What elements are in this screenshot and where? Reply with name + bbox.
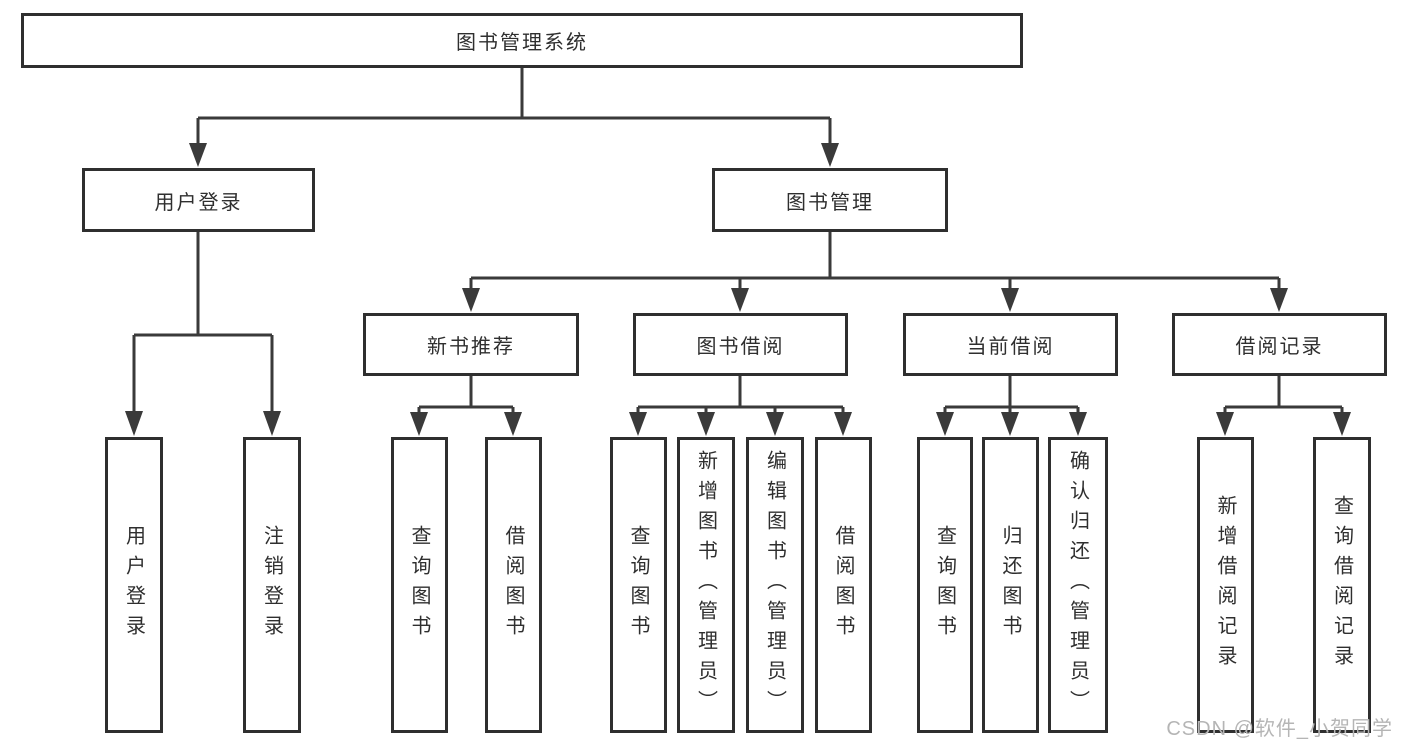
arrowhead <box>821 143 839 167</box>
arrowhead <box>462 288 480 312</box>
leaf-logout: 注销登录 <box>243 437 301 733</box>
leaf-borrowing-query-books: 查询图书 <box>610 437 667 733</box>
arrowhead <box>629 412 647 436</box>
arrowhead <box>834 412 852 436</box>
node-new-book-recommend: 新书推荐 <box>363 313 579 376</box>
arrowhead <box>766 412 784 436</box>
arrowhead <box>504 412 522 436</box>
arrowhead <box>1216 412 1234 436</box>
node-borrowing-records: 借阅记录 <box>1172 313 1387 376</box>
csdn-watermark: CSDN @软件_小贺同学 <box>1166 718 1393 740</box>
leaf-current-query-books: 查询图书 <box>917 437 973 733</box>
node-library-management-system: 图书管理系统 <box>21 13 1023 68</box>
arrowhead <box>1001 288 1019 312</box>
arrowhead <box>936 412 954 436</box>
arrowhead <box>731 288 749 312</box>
leaf-recommend-query-books: 查询图书 <box>391 437 448 733</box>
arrowhead <box>410 412 428 436</box>
node-user-login: 用户登录 <box>82 168 315 232</box>
arrowhead <box>1069 412 1087 436</box>
node-book-management: 图书管理 <box>712 168 948 232</box>
arrowhead <box>697 412 715 436</box>
arrowhead <box>1270 288 1288 312</box>
leaf-borrowing-edit-books-admin: 编辑图书（管理员） <box>746 437 804 733</box>
leaf-records-add-borrow-record: 新增借阅记录 <box>1197 437 1254 733</box>
node-current-borrowing: 当前借阅 <box>903 313 1118 376</box>
arrowhead <box>1333 412 1351 436</box>
arrowhead <box>189 143 207 167</box>
leaf-borrowing-add-books-admin: 新增图书（管理员） <box>677 437 735 733</box>
node-book-borrowing: 图书借阅 <box>633 313 848 376</box>
leaf-user-login: 用户登录 <box>105 437 163 733</box>
arrowhead <box>125 411 143 436</box>
arrowhead <box>263 411 281 436</box>
leaf-current-return-books: 归还图书 <box>982 437 1039 733</box>
leaf-borrowing-borrow-books: 借阅图书 <box>815 437 872 733</box>
leaf-records-query-borrow-record: 查询借阅记录 <box>1313 437 1371 733</box>
leaf-recommend-borrow-books: 借阅图书 <box>485 437 542 733</box>
leaf-current-confirm-return-admin: 确认归还（管理员） <box>1048 437 1108 733</box>
arrowhead <box>1001 412 1019 436</box>
